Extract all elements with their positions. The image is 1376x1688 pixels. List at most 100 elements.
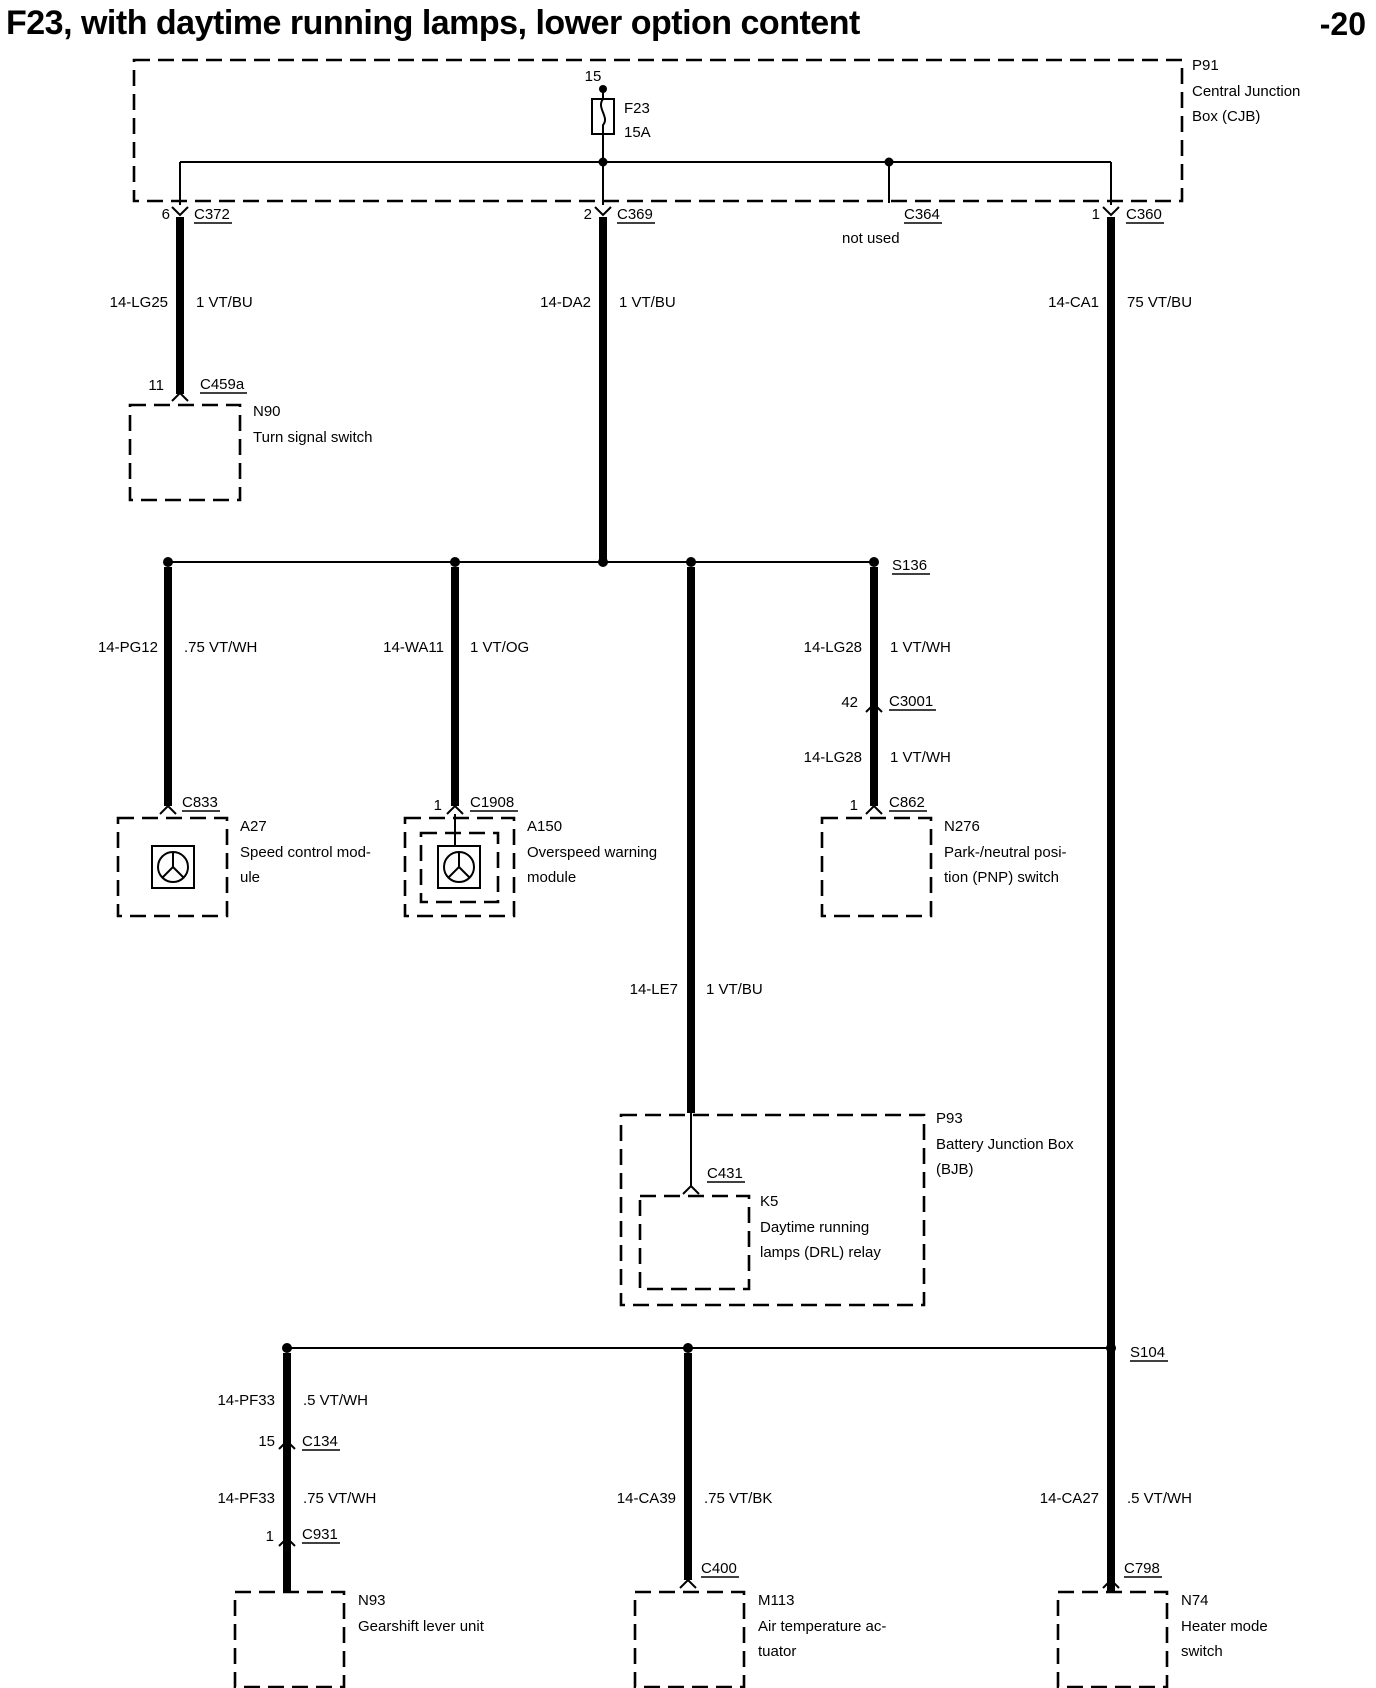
fuse-rating: 15A [624, 124, 651, 141]
splice-node-le7 [686, 557, 696, 567]
component-p93-id: P93 [936, 1110, 963, 1127]
connector-c369-pin: 2 [584, 206, 592, 223]
connector-c372-symbol [171, 206, 189, 217]
connector-c400-id: C400 [701, 1560, 737, 1577]
connector-c369-id: C369 [617, 206, 653, 223]
component-n90-id: N90 [253, 403, 281, 420]
module-icon-a27-glyph [161, 852, 185, 879]
connector-c364-note: not used [842, 230, 900, 247]
component-n74-name-line2: switch [1181, 1643, 1223, 1660]
component-k5-box [638, 1194, 751, 1291]
component-m113-box [633, 1590, 746, 1688]
component-n74-name-line1: Heater mode [1181, 1618, 1268, 1635]
fuse-id: F23 [624, 100, 650, 117]
connector-c431-symbol [682, 1184, 700, 1195]
connector-c1908-pin: 1 [434, 797, 442, 814]
page-number: -20 [1319, 6, 1366, 42]
connector-c1908-symbol [446, 804, 464, 815]
component-a150-inner-box [419, 831, 500, 904]
connector-c372-id: C372 [194, 206, 230, 223]
connector-c134-pin: 15 [258, 1433, 275, 1450]
wire-14-ca1-spec: 75 VT/BU [1127, 294, 1192, 311]
wire-14-ca27-spec: .5 VT/WH [1127, 1490, 1192, 1507]
fuse-pin: 15 [585, 68, 602, 85]
component-k5-name-line1: Daytime running [760, 1219, 869, 1236]
connector-c931-id: C931 [302, 1526, 338, 1543]
connector-c798-symbol [1102, 1578, 1120, 1589]
wire-14-da2-circuit: 14-DA2 [540, 294, 591, 311]
wire-14-lg28b-spec: 1 VT/WH [890, 749, 951, 766]
splice-node-da2 [598, 557, 608, 567]
wire-14-da2-spec: 1 VT/BU [619, 294, 676, 311]
component-m113-id: M113 [758, 1592, 794, 1609]
wire-14-pf33a-circuit: 14-PF33 [217, 1392, 275, 1409]
splice-node-lg28 [869, 557, 879, 567]
module-icon-a27-frame [151, 845, 195, 889]
connector-c931-pin: 1 [266, 1528, 274, 1545]
connector-c431-id: C431 [707, 1165, 743, 1182]
component-n276-id: N276 [944, 818, 980, 835]
wire-14-lg28a-spec: 1 VT/WH [890, 639, 951, 656]
wire-14-wa11-circuit: 14-WA11 [383, 639, 444, 656]
wire-14-le7-circuit: 14-LE7 [630, 981, 678, 998]
connector-c3001-pin: 42 [841, 694, 858, 711]
wire-14-pf33b-circuit: 14-PF33 [217, 1490, 275, 1507]
connector-c1908-id: C1908 [470, 794, 514, 811]
splice-node-ca27 [1106, 1343, 1116, 1353]
component-a27-id: A27 [240, 818, 267, 835]
connector-c862-symbol [865, 804, 883, 815]
cjb-name-line2: Box (CJB) [1192, 108, 1260, 125]
component-n276-name-line1: Park-/neutral posi- [944, 844, 1067, 861]
wire-14-ca39-spec: .75 VT/BK [704, 1490, 772, 1507]
wire-14-lg28b-circuit: 14-LG28 [804, 749, 862, 766]
component-a150-box [403, 816, 516, 918]
wire-14-pg12-circuit: 14-PG12 [98, 639, 158, 656]
connector-c134-id: C134 [302, 1433, 338, 1450]
component-a150-name-line1: Overspeed warning [527, 844, 657, 861]
component-a27-name-line2: ule [240, 869, 260, 886]
connector-c862-pin: 1 [850, 797, 858, 814]
splice-s104-label: S104 [1130, 1344, 1165, 1361]
component-p93-name-line1: Battery Junction Box [936, 1136, 1074, 1153]
component-a150-id: A150 [527, 818, 562, 835]
component-n276-box [820, 816, 933, 918]
cjb-id: P91 [1192, 57, 1219, 74]
splice-node-pf33 [282, 1343, 292, 1353]
component-n93-box [233, 1590, 346, 1688]
module-icon-a150-frame [437, 845, 481, 889]
component-n93-id: N93 [358, 1592, 386, 1609]
connector-c459a-id: C459a [200, 376, 245, 393]
wire-14-pf33a-spec: .5 VT/WH [303, 1392, 368, 1409]
wire-14-wa11-spec: 1 VT/OG [470, 639, 529, 656]
connector-c3001-symbol [865, 702, 883, 713]
connector-c369-symbol [594, 206, 612, 217]
component-a150-name-line2: module [527, 869, 576, 886]
connector-c360-pin: 1 [1092, 206, 1100, 223]
connector-c459a-symbol [171, 391, 189, 402]
component-m113-name-line1: Air temperature ac- [758, 1618, 886, 1635]
cjb-box [132, 58, 1184, 203]
component-p93-name-line2: (BJB) [936, 1161, 974, 1178]
connector-c360-id: C360 [1126, 206, 1162, 223]
connector-c364-id: C364 [904, 206, 940, 223]
splice-node-pg12 [163, 557, 173, 567]
connector-c3001-id: C3001 [889, 693, 933, 710]
component-a27-box [116, 816, 229, 918]
splice-node-wa11 [450, 557, 460, 567]
fuse-element [600, 98, 606, 134]
wire-14-pg12-spec: .75 VT/WH [184, 639, 257, 656]
connector-c862-id: C862 [889, 794, 925, 811]
connector-c360-symbol [1102, 206, 1120, 217]
component-a27-name-line1: Speed control mod- [240, 844, 371, 861]
component-k5-id: K5 [760, 1193, 778, 1210]
component-n74-id: N74 [1181, 1592, 1209, 1609]
component-n276-name-line2: tion (PNP) switch [944, 869, 1059, 886]
wire-14-ca1-circuit: 14-CA1 [1048, 294, 1099, 311]
component-n90-box [128, 403, 242, 502]
component-p93-box [619, 1113, 926, 1307]
module-icon-a150-glyph [447, 852, 471, 879]
connector-c798-id: C798 [1124, 1560, 1160, 1577]
wire-14-le7-spec: 1 VT/BU [706, 981, 763, 998]
page-title: F23, with daytime running lamps, lower o… [6, 4, 860, 42]
